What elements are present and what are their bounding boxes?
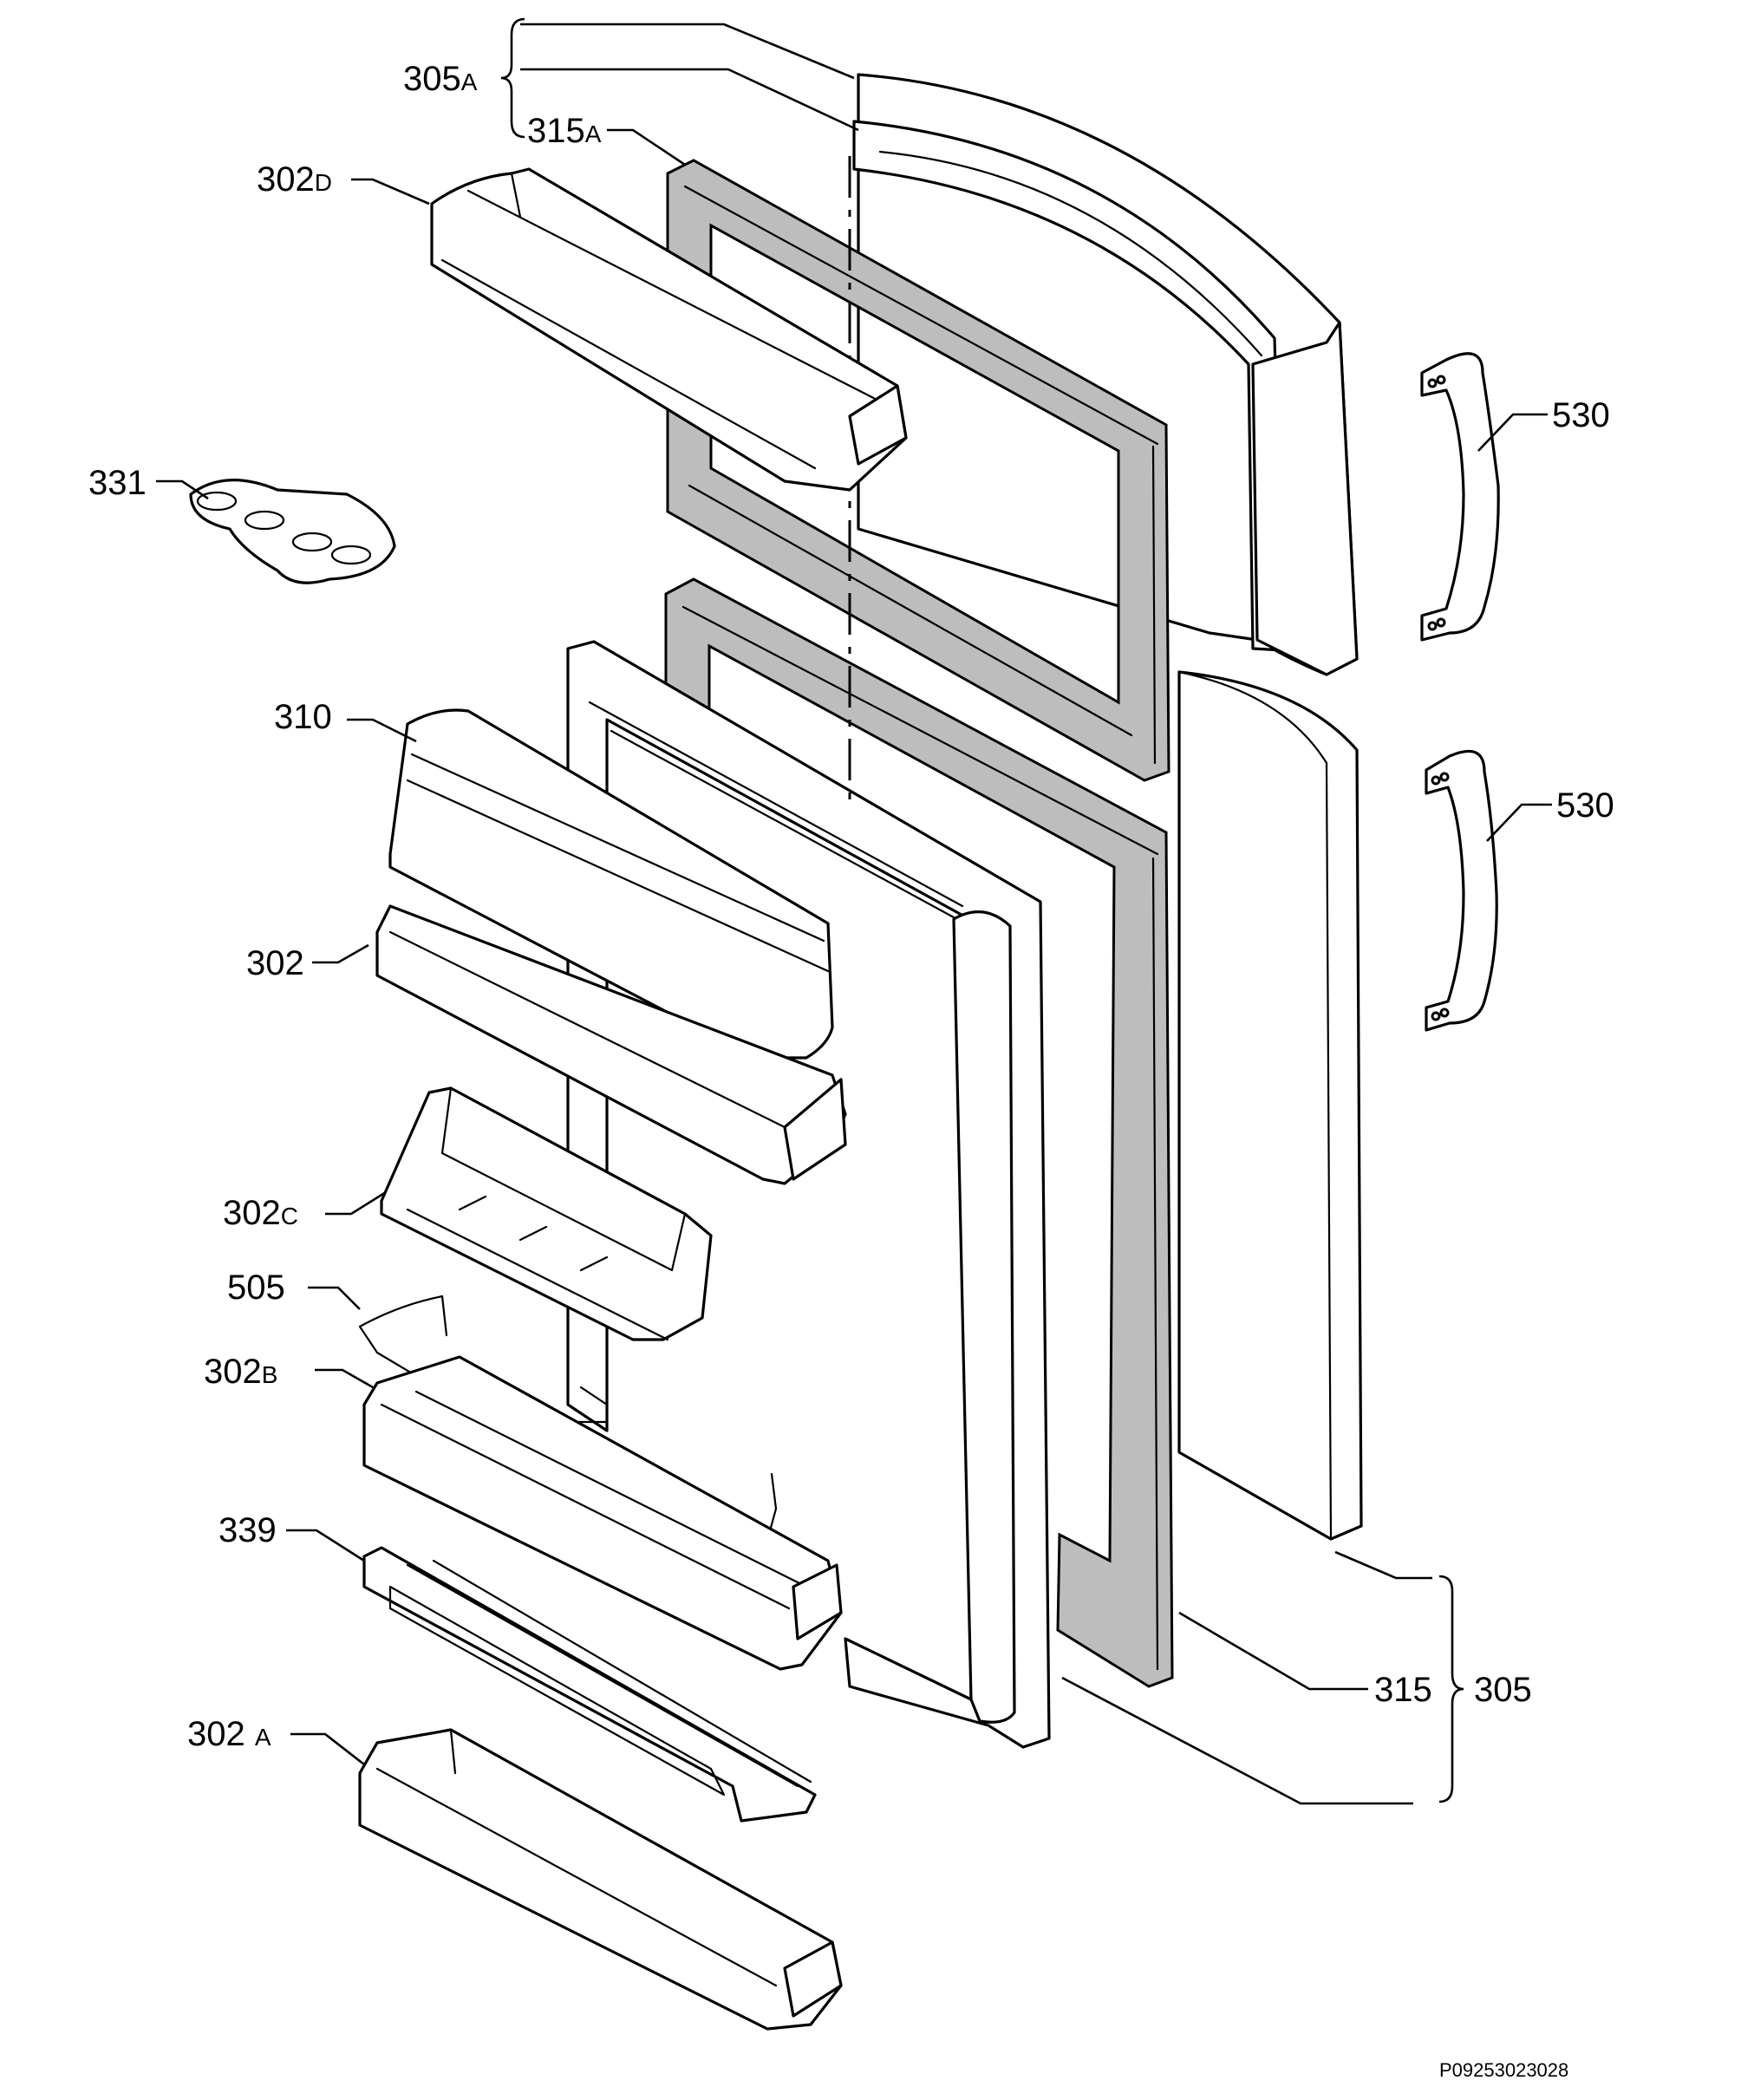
label-302c: 302C (223, 1194, 298, 1232)
door-handle-lower (1425, 749, 1498, 1032)
callout-labels: 305A 315A 302D 331 530 530 310 302 302C … (88, 60, 1614, 2081)
freezer-door-gasket (666, 159, 1170, 782)
dairy-compartment-lid (388, 708, 834, 1060)
door-handle-upper (1420, 352, 1500, 642)
bottle-rack-302c (380, 1086, 713, 1341)
label-315: 315 (1374, 1671, 1432, 1709)
freezer-door (852, 73, 1359, 676)
label-339: 339 (218, 1511, 277, 1549)
door-balcony-302 (375, 904, 847, 1185)
label-530-lower: 530 (1556, 786, 1614, 825)
door-balcony-302b (362, 1355, 843, 1671)
label-302d: 302D (257, 160, 332, 199)
label-305: 305 (1474, 1671, 1532, 1709)
label-505: 505 (227, 1268, 285, 1307)
drawing-code: P09253023028 (1439, 2059, 1568, 2081)
label-305a: 305A (403, 60, 478, 98)
door-balcony-302a (358, 1728, 843, 2031)
label-310: 310 (274, 698, 332, 736)
label-302: 302 (246, 944, 304, 982)
door-balcony-302d (430, 167, 908, 492)
shelf-flap-339 (362, 1546, 817, 1823)
egg-tray (189, 479, 396, 584)
label-302a: 302 A (187, 1715, 271, 1753)
callout-leaders (156, 17, 1552, 1805)
label-331: 331 (88, 464, 147, 502)
fridge-door (1177, 670, 1363, 1541)
label-302b: 302B (204, 1353, 277, 1391)
label-315a: 315A (527, 112, 602, 150)
label-530-upper: 530 (1552, 396, 1610, 434)
